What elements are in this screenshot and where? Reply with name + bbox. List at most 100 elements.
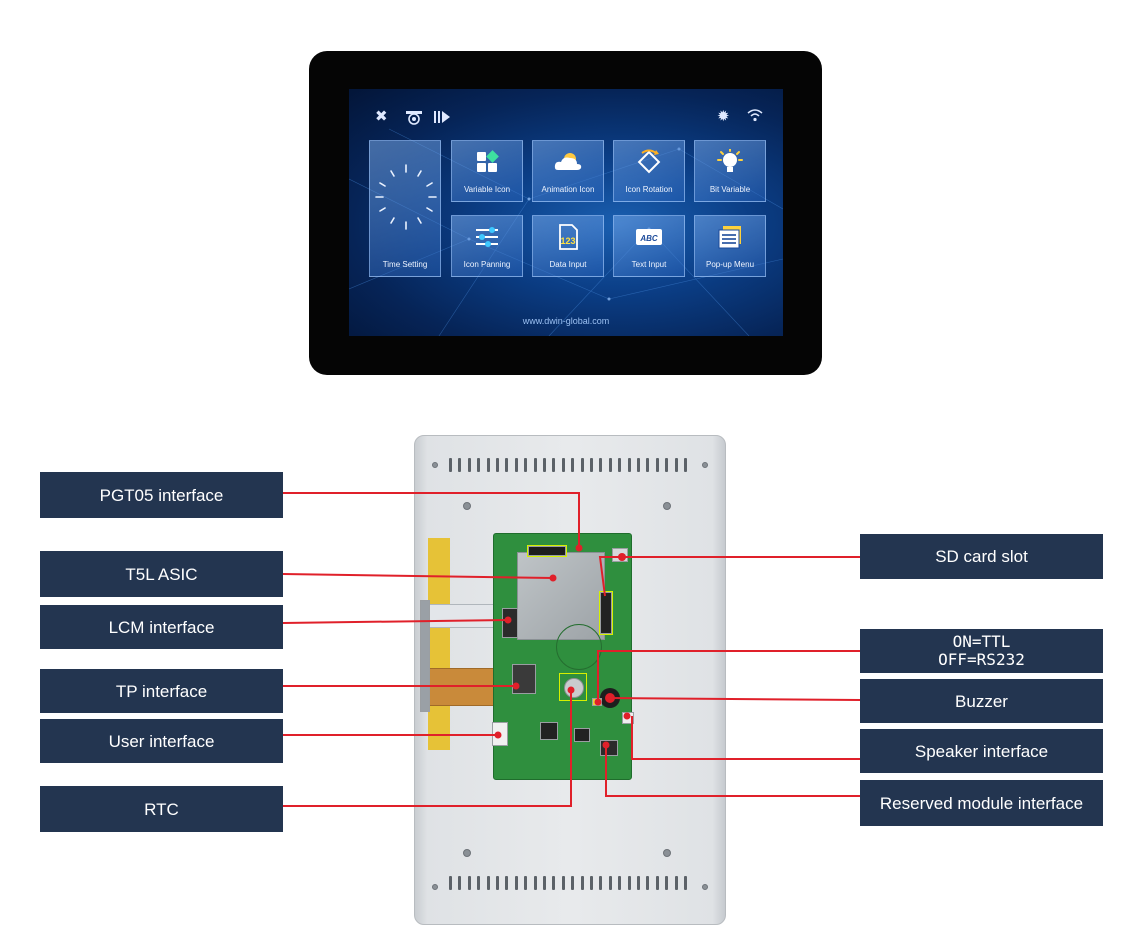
- vent-slot: [618, 876, 622, 890]
- vent-slot: [684, 876, 687, 890]
- tile-label: Data Input: [549, 260, 587, 269]
- vent-slot: [524, 876, 528, 890]
- tile-variable-icon[interactable]: Variable Icon: [451, 140, 523, 202]
- vent-slot: [590, 458, 593, 472]
- vent-slot: [618, 458, 622, 472]
- rotate-icon: [614, 149, 684, 175]
- sliders-icon: [452, 224, 522, 250]
- vent-slot: [458, 458, 462, 472]
- vent-slot: [458, 876, 462, 890]
- data-input-icon: 123: [533, 224, 603, 250]
- housing-bracket: [420, 600, 430, 712]
- tile-icon-panning[interactable]: Icon Panning: [451, 215, 523, 277]
- vent-slot: [514, 458, 518, 472]
- callout-sd-card-slot: SD card slot: [860, 534, 1103, 579]
- tile-popup-menu[interactable]: Pop-up Menu: [694, 215, 766, 277]
- vent-slot: [552, 876, 556, 890]
- bulb-icon: [695, 149, 765, 175]
- vent-slot: [496, 876, 499, 890]
- brightness-icon[interactable]: ✹: [717, 108, 730, 125]
- vent-slot: [561, 458, 565, 472]
- vent-slot: [486, 876, 490, 890]
- tile-label: Pop-up Menu: [705, 260, 755, 269]
- tile-text-input[interactable]: ABC Text Input: [613, 215, 685, 277]
- lcm-connector: [502, 608, 518, 638]
- vent-slot: [543, 876, 546, 890]
- battery-footprint: [556, 624, 602, 670]
- pin-header: [599, 591, 613, 635]
- vent-slot: [599, 458, 603, 472]
- display-screen: ✖ ✹ Time Setting Variable Icon: [349, 89, 783, 336]
- vent-slot: [674, 458, 678, 472]
- switch-off-label: OFF=RS232: [938, 650, 1025, 669]
- switch-on-label: ON=TTL: [952, 632, 1011, 651]
- vent-slot: [477, 876, 481, 890]
- vent-slot: [561, 876, 565, 890]
- ic-chip: [540, 722, 558, 740]
- vent-slot: [580, 458, 584, 472]
- callout-tp-interface: TP interface: [40, 669, 283, 713]
- vent-slot: [599, 876, 603, 890]
- vent-slot: [505, 458, 509, 472]
- vent-slot: [646, 876, 650, 890]
- tile-time-setting[interactable]: Time Setting: [369, 140, 441, 277]
- play-icon[interactable]: [433, 109, 451, 129]
- screw: [432, 884, 438, 890]
- vent-slot: [571, 458, 575, 472]
- menu-icon: [695, 224, 765, 250]
- vent-slot: [496, 458, 499, 472]
- vent-slot: [627, 876, 631, 890]
- vent-slot: [543, 458, 546, 472]
- vent-slot: [571, 876, 575, 890]
- callout-t5l-asic: T5L ASIC: [40, 551, 283, 597]
- tools-icon[interactable]: ✖: [375, 108, 388, 125]
- tile-label: Animation Icon: [541, 185, 595, 194]
- vent-slot: [646, 458, 650, 472]
- cloud-icon: [533, 149, 603, 175]
- rtc-battery: [564, 678, 584, 698]
- vent-slot: [674, 876, 678, 890]
- vent-slot: [533, 876, 537, 890]
- tile-icon-rotation[interactable]: Icon Rotation: [613, 140, 685, 202]
- vent-slot: [637, 458, 640, 472]
- callout-serial-mode-switch: ON=TTL OFF=RS232: [860, 629, 1103, 673]
- vent-slot: [608, 458, 612, 472]
- callout-pgt05-interface: PGT05 interface: [40, 472, 283, 518]
- screw: [702, 462, 708, 468]
- callout-user-interface: User interface: [40, 719, 283, 763]
- svg-text:ABC: ABC: [639, 234, 658, 243]
- camera-icon[interactable]: [405, 109, 423, 129]
- screw: [463, 849, 471, 857]
- ic-chip: [574, 728, 590, 742]
- vent-slot: [467, 458, 471, 472]
- vent-slot: [627, 458, 631, 472]
- vent-slot: [505, 876, 509, 890]
- vent-slot: [590, 876, 593, 890]
- vent-slot: [665, 876, 669, 890]
- vent-slot: [665, 458, 669, 472]
- tile-bit-variable[interactable]: Bit Variable: [694, 140, 766, 202]
- screw: [432, 462, 438, 468]
- vent-slot: [655, 876, 659, 890]
- lcm-ribbon-cable: [424, 604, 502, 628]
- vent-slot: [449, 458, 452, 472]
- tile-animation-icon[interactable]: Animation Icon: [532, 140, 604, 202]
- vent-slot: [524, 458, 528, 472]
- pgt05-connector: [527, 545, 567, 557]
- svg-text:123: 123: [560, 236, 575, 246]
- vent-slot: [608, 876, 612, 890]
- vent-slot: [580, 876, 584, 890]
- vent-slot: [655, 458, 659, 472]
- wifi-icon[interactable]: [746, 107, 764, 127]
- vent-slot: [514, 876, 518, 890]
- vent-slot: [467, 876, 471, 890]
- screw: [663, 849, 671, 857]
- tile-label: Variable Icon: [463, 185, 511, 194]
- tile-label: Time Setting: [382, 260, 428, 269]
- callout-buzzer: Buzzer: [860, 679, 1103, 723]
- vent-slot: [637, 876, 640, 890]
- keyboard-icon: ABC: [614, 224, 684, 250]
- tile-data-input[interactable]: 123 Data Input: [532, 215, 604, 277]
- callout-speaker-interface: Speaker interface: [860, 729, 1103, 773]
